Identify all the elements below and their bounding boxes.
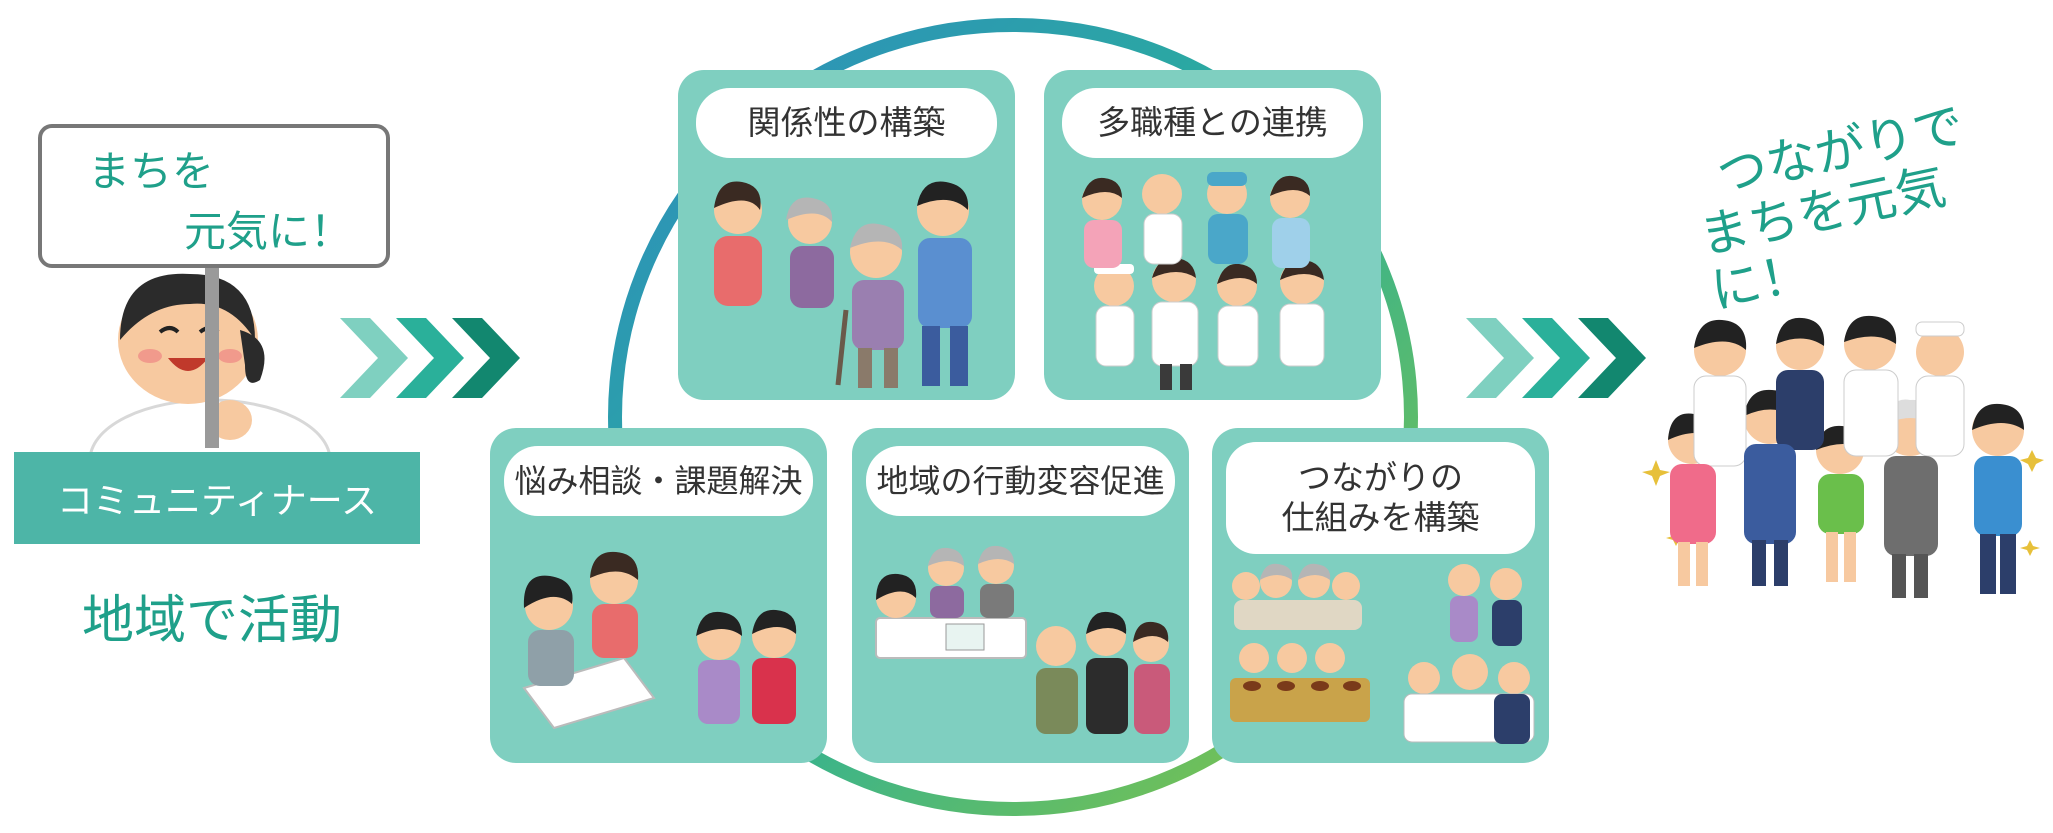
medical-staff-illustration — [1082, 172, 1325, 390]
panel-consultation-label: 悩み相談・課題解決 — [504, 446, 813, 516]
sign-board: まちを 元気に！ — [38, 124, 390, 268]
community-gathering-illustration — [1230, 563, 1535, 744]
panel-connection-system: つながりの 仕組みを構築 — [1212, 428, 1549, 763]
panel-behavior-change: 地域の行動変容促進 — [852, 428, 1189, 763]
activity-label: 地域で活動 — [82, 591, 343, 651]
crowd-illustration — [1640, 300, 2050, 614]
panel-connection-system-label: つながりの 仕組みを構築 — [1226, 442, 1535, 554]
community-talk-illustration — [875, 545, 1170, 734]
panel-connection-system-line-2: 仕組みを構築 — [1281, 498, 1480, 537]
goal-tagline: つながりで まちを元気に！ — [1683, 89, 2033, 332]
panel-behavior-change-label: 地域の行動変容促進 — [866, 446, 1175, 516]
panel-collaboration: 多職種との連携 — [1044, 70, 1381, 400]
chevron-arrows-right-icon — [1466, 318, 1646, 398]
panel-consultation: 悩み相談・課題解決 — [490, 428, 827, 763]
panel-relationship-label: 関係性の構築 — [696, 88, 997, 158]
cycle-ring — [598, 12, 1428, 826]
panel-connection-system-line-1: つながりの — [1298, 458, 1463, 497]
panel-relationship: 関係性の構築 — [678, 70, 1015, 400]
sign-line-2: 元気に！ — [184, 207, 353, 256]
role-label: コミュニティナース — [14, 452, 420, 544]
elderly-care-illustration — [714, 181, 972, 388]
panel-collaboration-label: 多職種との連携 — [1062, 88, 1363, 158]
chevron-arrows-left-icon — [340, 318, 520, 398]
counseling-illustration — [522, 551, 797, 730]
sign-line-1: まちを — [88, 147, 215, 196]
sign-stick — [205, 268, 219, 448]
